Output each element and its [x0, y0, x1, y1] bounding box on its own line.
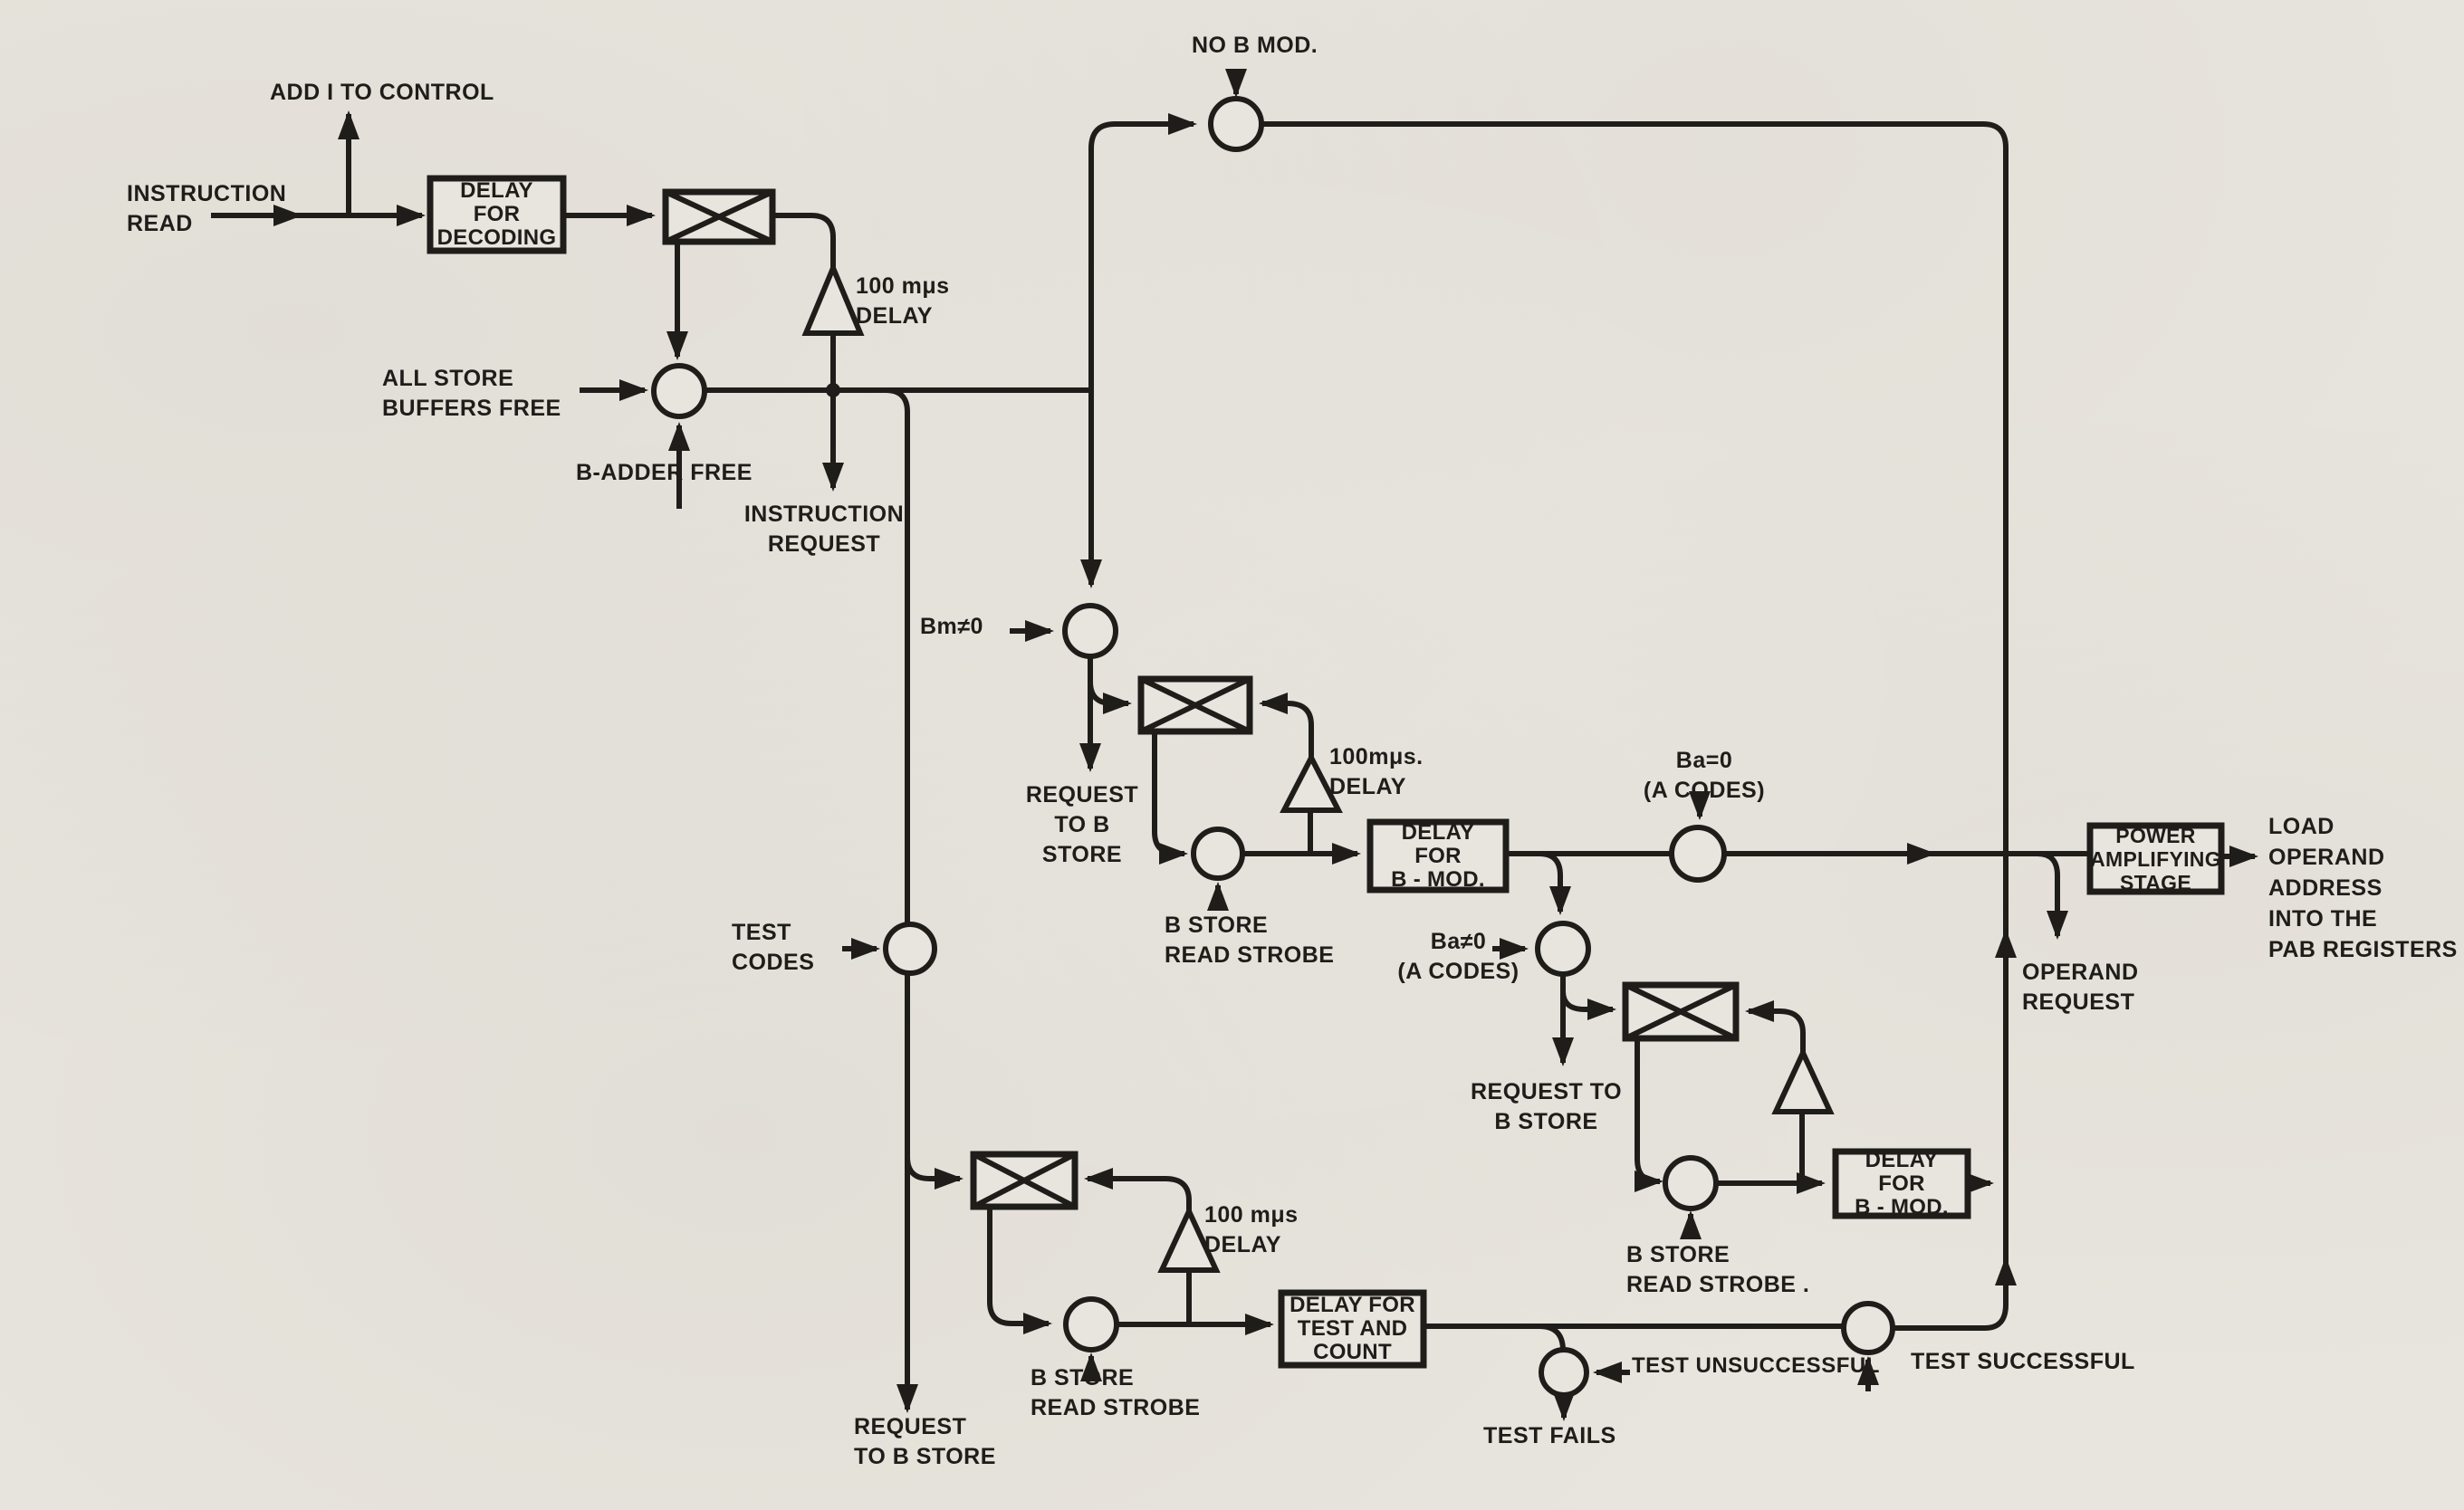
power-amplifying-stage-label: POWER AMPLIFYING STAGE: [2090, 823, 2221, 894]
gate-circle-no-b-mod: [1208, 96, 1264, 152]
process-boxes: [427, 175, 2225, 1369]
label-100mus-delay-2: 100mμs. DELAY: [1329, 744, 1424, 799]
label-b-adder-free: B-ADDER FREE: [576, 460, 753, 485]
label-request-to-b-store-1: REQUEST TO B STORE: [1025, 782, 1139, 867]
vertical-to-interlock4: [905, 1156, 964, 1190]
gate-circle-strobe-c: [1663, 1155, 1719, 1211]
label-test-fails: TEST FAILS: [1483, 1423, 1616, 1448]
delay-for-b-mod-box-1: [1366, 818, 1510, 894]
delay-for-b-mod-box-2: [1832, 1148, 1971, 1219]
gate-circle-strobe-a: [1191, 827, 1245, 881]
label-100mus-delay-3: 100 mμs DELAY: [1204, 1202, 1299, 1257]
interlock4-output: [987, 1207, 1052, 1334]
interlock-symbols: [662, 188, 1740, 1210]
ba-not-zero-to-interlock3: [1560, 990, 1616, 1020]
gate-circle-bm-not-zero: [1062, 603, 1118, 659]
delay-for-decoding-label: DELAY FOR DECODING: [436, 178, 557, 250]
delay-triangle-2: [1280, 751, 1343, 813]
label-add-i-to-control: ADD I TO CONTROL: [270, 80, 494, 105]
label-no-b-mod: NO B MOD.: [1192, 33, 1318, 58]
label-instruction-read: INSTRUCTION READ: [127, 181, 287, 236]
gate-circle-ba-zero: [1669, 825, 1727, 883]
gate-circles: [651, 96, 1895, 1398]
long-vertical-line: [885, 387, 918, 1413]
label-ba-not-zero: Ba≠0 (A CODES): [1397, 929, 1520, 984]
label-all-store-buffers-free: ALL STORE BUFFERS FREE: [382, 366, 561, 421]
interlock-box-2-cross: [1139, 676, 1251, 734]
gate-circle-test-codes: [883, 922, 937, 976]
delay-for-b-mod-label-2: DELAY FOR B - MOD.: [1855, 1147, 1949, 1219]
gate-circle-ba-not-zero: [1535, 921, 1591, 977]
label-bm-not-zero: Bm≠0: [920, 614, 983, 639]
branch-to-test-fails-circle: [1539, 1324, 1566, 1350]
interlock3-output: [1635, 1038, 1663, 1192]
label-instruction-request: INSTRUCTION REQUEST: [743, 502, 905, 557]
operand-request-arrow: [2037, 851, 2068, 940]
up-to-no-b-mod: [1088, 113, 1197, 390]
power-amplifying-stage-box: [2086, 822, 2225, 895]
gate-circle-strobe-b: [1063, 1296, 1119, 1352]
interlock-box-3-cross: [1624, 982, 1738, 1041]
feedback3-into-box: [1745, 1000, 1806, 1053]
top-bus-line: [1236, 121, 2009, 854]
label-100mus-delay-1: 100 mμs DELAY: [856, 273, 950, 329]
connector-lines: [211, 69, 2258, 1421]
gate-circle-test-fails: [1539, 1347, 1589, 1398]
interlock-box-4-cross: [972, 1152, 1077, 1209]
label-b-store-read-strobe-1: B STORE READ STROBE: [1165, 913, 1335, 968]
label-request-to-b-store-3: REQUEST TO B STORE: [854, 1414, 996, 1469]
delay-for-b-mod-label-1: DELAY FOR B - MOD.: [1391, 819, 1485, 892]
label-test-codes: TEST CODES: [732, 920, 815, 975]
gate-circle-test-successful: [1841, 1301, 1895, 1355]
delay-triangle-3: [1771, 1046, 1835, 1114]
bm-to-interlock2: [1088, 681, 1132, 714]
label-test-unsuccessful: TEST UNSUCCESSFUL: [1632, 1353, 1880, 1378]
branch-to-ba-not-zero: [1539, 851, 1571, 915]
delay-triangle-1: [801, 261, 865, 336]
return-bus-line: [1868, 856, 2009, 1331]
label-b-store-read-strobe-3: B STORE READ STROBE .: [1626, 1242, 1810, 1297]
label-load-operand-address: LOAD OPERAND ADDRESS INTO THE PAB REGIST…: [2268, 814, 2458, 962]
label-test-successful: TEST SUCCESSFUL: [1911, 1349, 2135, 1374]
interlock2-output: [1152, 731, 1188, 865]
feedback4-into-box: [1084, 1168, 1192, 1211]
delay-for-test-and-count-label: DELAY FOR TEST AND COUNT: [1290, 1293, 1415, 1364]
label-b-store-read-strobe-2: B STORE READ STROBE: [1031, 1365, 1201, 1420]
delay-triangle-4: [1157, 1204, 1221, 1273]
delay-for-decoding-box: [427, 175, 567, 254]
delay-for-test-and-count-box: [1278, 1289, 1427, 1369]
interlock-box-1-cross: [664, 189, 774, 244]
interlock1-feedback-line: [772, 213, 836, 268]
feedback2-into-box: [1259, 693, 1314, 758]
label-ba-zero: Ba=0 (A CODES): [1643, 748, 1766, 803]
gate-circle-buffers-free: [651, 363, 707, 419]
delay-triangles: [801, 261, 1835, 1273]
label-operand-request: OPERAND REQUEST: [2022, 960, 2139, 1015]
junction-dot: [826, 383, 840, 397]
label-request-to-b-store-2: REQUEST TO B STORE: [1470, 1079, 1623, 1134]
